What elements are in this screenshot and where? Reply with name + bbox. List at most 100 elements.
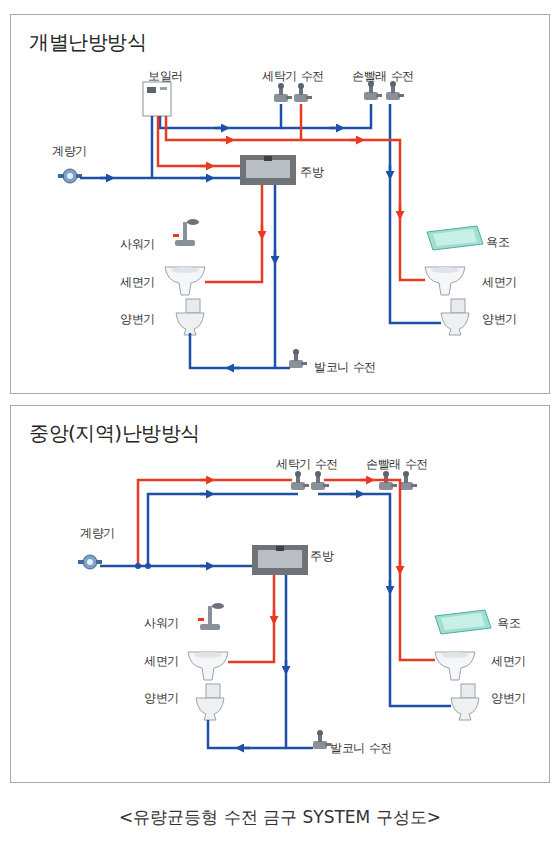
pipes-central-part-part <box>389 580 392 592</box>
fixtures-individual-part <box>364 81 382 100</box>
fixtures-central-part <box>311 471 329 490</box>
pipes-individual-part <box>80 104 441 368</box>
fixtures-individual-part <box>160 87 167 90</box>
pipes-central-part-part <box>273 610 276 622</box>
pipes-central-part-part <box>200 493 212 496</box>
fixture-label: 사워기 <box>144 615 179 632</box>
pipes-individual-part-part <box>215 127 227 130</box>
pipes-central-part-part <box>286 575 313 748</box>
pipes-central-part-part <box>350 493 362 496</box>
fixtures-central-part <box>198 603 224 630</box>
fixtures-individual-part <box>143 82 171 116</box>
fixture-label: 욕조 <box>497 615 520 632</box>
pipes-individual-part-part <box>261 225 264 237</box>
fixtures-individual-part <box>274 83 292 102</box>
fixture-label: 계량기 <box>52 143 87 160</box>
fixture-label: 세면기 <box>482 274 517 291</box>
fixtures-central <box>78 471 491 749</box>
pipes-central-part-part <box>318 494 451 706</box>
fixtures-central-part <box>252 545 308 575</box>
pipes-central-part <box>138 480 435 662</box>
fixture-label: 양변기 <box>120 311 155 328</box>
fixture-label: 세면기 <box>120 274 155 291</box>
fixture-label: 세면기 <box>491 653 526 670</box>
fixture-label: 세탁기 수전 <box>262 68 324 85</box>
fixtures-individual-part <box>441 299 469 335</box>
fixtures-individual-part <box>294 83 312 102</box>
fixtures-central-part <box>291 471 309 490</box>
pipes-central-part-part <box>200 565 212 568</box>
fixture-label: 주방 <box>300 164 323 181</box>
fixture-label: 보일러 <box>148 68 183 85</box>
pipes-individual-part-part <box>275 185 290 368</box>
fixtures-central-part <box>313 730 331 749</box>
fixtures-central-part <box>451 684 479 720</box>
fixture-label: 양변기 <box>482 311 517 328</box>
pipes-individual-part-part <box>389 165 392 177</box>
fixtures-central-part <box>196 684 224 720</box>
pipes-central-part-part <box>228 575 274 662</box>
fixtures-individual-part <box>425 267 465 295</box>
pipes-individual-part-part <box>100 177 112 180</box>
fixture-label: 발코니 수전 <box>314 359 376 376</box>
pipes-individual <box>80 104 441 368</box>
pipes-individual-part-part <box>220 139 232 142</box>
fixture-label: 계량기 <box>80 525 115 542</box>
fixture-label: 손빨래 수전 <box>366 456 428 473</box>
fixture-label: 손빨래 수전 <box>352 68 414 85</box>
pipes-individual-part-part <box>190 333 275 368</box>
fixtures-central-part <box>435 610 491 634</box>
fixtures-central-part <box>399 471 417 490</box>
pipes-central <box>100 480 451 748</box>
pipes-individual-part-part <box>350 139 362 142</box>
fixture-label: 양변기 <box>491 690 526 707</box>
pipes-individual-part-part <box>200 165 212 168</box>
fixtures-central-part <box>78 555 102 569</box>
fixture-label: 세탁기 수전 <box>276 456 338 473</box>
fixtures-individual-part <box>386 81 404 100</box>
fixtures-individual-part <box>289 349 307 368</box>
fixture-label: 욕조 <box>486 234 509 251</box>
pipes-individual-part-part <box>390 104 441 323</box>
fixtures-individual-part <box>173 219 199 246</box>
fixtures-individual-part <box>240 155 296 185</box>
pipes-individual-part <box>158 104 425 282</box>
pipes-central-part <box>145 563 151 569</box>
pipes-central-part <box>135 563 141 569</box>
pipes-central-part-part <box>208 720 286 748</box>
fixture-label: 주방 <box>310 548 333 565</box>
pipes-central-part-part <box>360 479 372 482</box>
pipes-individual-part-part <box>330 127 342 130</box>
pipes-central-part-part <box>324 480 435 660</box>
pipes-individual-part-part <box>200 177 212 180</box>
pipes-central-part-part <box>138 480 292 566</box>
fixture-label: 발코니 수전 <box>330 740 392 757</box>
pipes-central-part-part <box>399 560 402 572</box>
pipes-individual-part-part <box>158 116 240 166</box>
pipes-central-part <box>100 494 451 748</box>
pipes-individual-part-part <box>160 104 281 128</box>
fixtures-individual <box>58 81 483 368</box>
fixtures-individual-part <box>176 299 204 335</box>
fixtures-individual-part <box>147 87 156 93</box>
pipes-individual-part-part <box>228 367 240 370</box>
pipes-individual-part-part <box>166 104 301 140</box>
fixtures-individual-part <box>58 169 82 183</box>
pipes-central-part-part <box>100 565 252 568</box>
figure-caption: <유량균등형 수전 금구 SYSTEM 구성도> <box>0 806 560 829</box>
fixtures-individual-part <box>427 226 483 250</box>
fixtures-central-part <box>435 652 475 680</box>
pipes-individual-part-part <box>205 185 262 282</box>
pipes-individual-part-part <box>80 177 240 180</box>
pipes-central-part-part <box>200 479 212 482</box>
fixtures-central-part <box>188 652 228 680</box>
fixtures-individual-part <box>165 267 205 295</box>
panel-title: 중앙(지역)난방방식 <box>29 420 200 447</box>
fixture-label: 사워기 <box>120 236 155 253</box>
pipes-central-part-part <box>148 494 298 566</box>
pipes-central-part-part <box>238 747 250 750</box>
fixture-label: 세면기 <box>144 653 179 670</box>
pipes-individual-part-part <box>399 205 402 217</box>
pipes-individual-part-part <box>281 104 371 128</box>
fixtures-central-part <box>379 471 397 490</box>
